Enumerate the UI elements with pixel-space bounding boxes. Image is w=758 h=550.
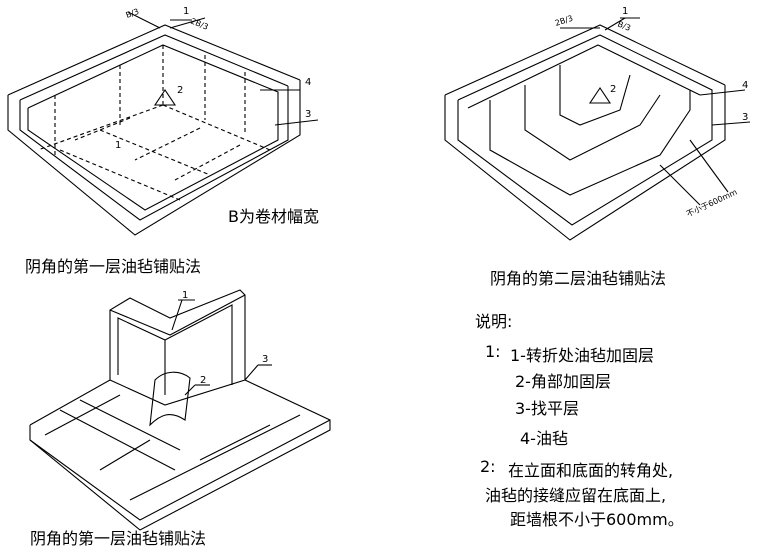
figure3-drawing <box>29 289 331 531</box>
fig2-dim-b3: B/3 <box>616 20 632 33</box>
fig2-caption: 阴角的第二层油毡铺贴法 <box>490 269 667 288</box>
fig2-label: 4 <box>742 80 748 91</box>
figure2-drawing <box>444 17 751 241</box>
fig1-dim-2b3: 2B/3 <box>189 17 209 32</box>
fig3-label: 1 <box>182 290 188 301</box>
note2-line: 距墙根不小于600mm。 <box>510 510 684 529</box>
figure1-drawing <box>7 11 319 236</box>
fig1-label: 1 <box>115 140 121 151</box>
note-item: 1-转折处油毡加固层 <box>510 346 654 365</box>
fig3-caption: 阴角的第一层油毡铺贴法 <box>30 529 207 548</box>
fig3-label: 2 <box>200 375 206 386</box>
fig2-label: 3 <box>742 112 748 123</box>
fig2-label: 2 <box>610 84 616 95</box>
note1-prefix: 1: <box>485 342 501 361</box>
note-item: 4-油毡 <box>520 429 568 448</box>
fig1-label: 3 <box>305 109 311 120</box>
note2-line: 油毡的接缝应留在底面上, <box>485 486 667 505</box>
note2-prefix: 2: <box>480 457 496 476</box>
fig1-label: 1 <box>183 6 189 17</box>
fig1-caption: 阴角的第一层油毡铺贴法 <box>25 257 202 276</box>
notes-title: 说明: <box>475 312 513 331</box>
fig1-dim-b3: B/3 <box>125 7 141 20</box>
note2-line: 在立面和底面的转角处, <box>508 461 674 480</box>
fig1-note: B为卷材幅宽 <box>228 207 319 226</box>
note-item: 3-找平层 <box>515 399 579 418</box>
fig2-dim-2b3: 2B/3 <box>554 14 574 28</box>
fig1-label: 2 <box>177 85 183 96</box>
fig2-min-distance: 不小于600mm <box>685 187 739 218</box>
fig3-label: 3 <box>262 354 268 365</box>
note-item: 2-角部加固层 <box>515 372 611 391</box>
fig1-label: 4 <box>305 77 311 88</box>
fig2-label: 1 <box>622 6 628 17</box>
